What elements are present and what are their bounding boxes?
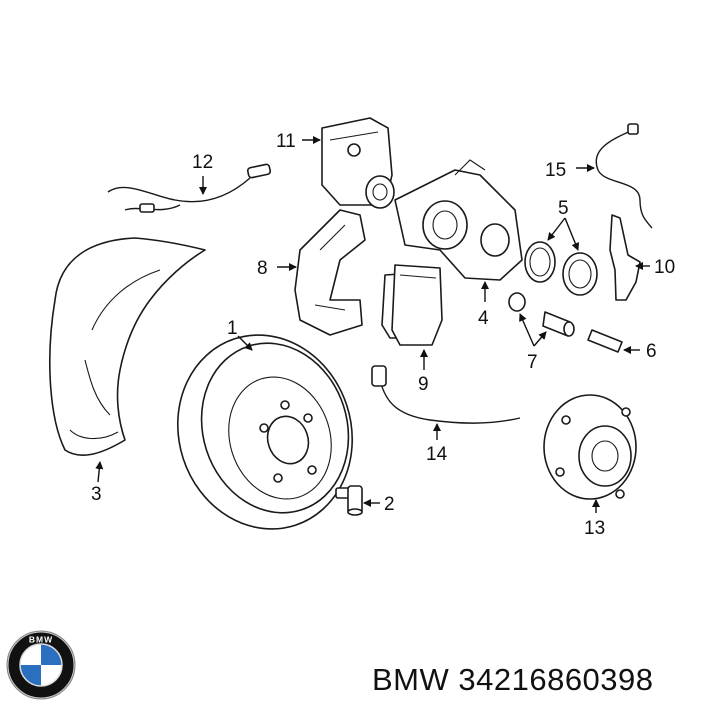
dust-shield-part (49, 237, 206, 456)
callout-12: 12 (192, 152, 213, 173)
wheel-hub-part (543, 394, 637, 500)
leader-5b (564, 217, 580, 251)
leader-7a (519, 313, 535, 347)
bmw-logo: BMW (6, 630, 76, 700)
callout-14: 14 (426, 444, 448, 465)
brake-pads-part (381, 264, 443, 346)
guide-pin-part (508, 292, 575, 337)
leader-5a (547, 217, 566, 241)
logo-lettering: BMW (29, 635, 53, 645)
callout-4: 4 (478, 308, 489, 329)
callout-13: 13 (584, 518, 605, 539)
callout-labels: 1 2 3 4 5 6 7 8 9 10 11 12 13 14 15 (91, 131, 675, 539)
piston-seal-part (524, 241, 598, 296)
leader-lines (95, 136, 650, 513)
retaining-clip-part (609, 214, 641, 301)
callout-3: 3 (91, 484, 102, 505)
bolt-part (335, 485, 363, 516)
callout-11: 11 (276, 131, 296, 152)
leader-7b (533, 331, 547, 347)
brake-disc-part (176, 334, 354, 530)
speed-sensor-part (371, 365, 521, 424)
callout-5: 5 (558, 198, 569, 219)
caliper-carrier-part (294, 209, 366, 336)
callout-10: 10 (654, 257, 675, 278)
brake-caliper-part (394, 159, 523, 281)
callout-8: 8 (257, 258, 268, 279)
part-number-caption: BMW 34216860398 (372, 662, 654, 697)
parking-brake-motor-part (321, 117, 395, 209)
wear-sensor-part (107, 163, 272, 213)
abs-sensor-cable-part (595, 123, 653, 229)
callout-7: 7 (527, 352, 538, 373)
callout-15: 15 (545, 160, 566, 181)
callout-2: 2 (384, 494, 395, 515)
callout-6: 6 (646, 341, 657, 362)
callout-1: 1 (227, 318, 238, 339)
leader-3 (95, 461, 104, 483)
pin-part (587, 329, 623, 353)
leader-1 (237, 335, 253, 351)
callout-9: 9 (418, 374, 429, 395)
